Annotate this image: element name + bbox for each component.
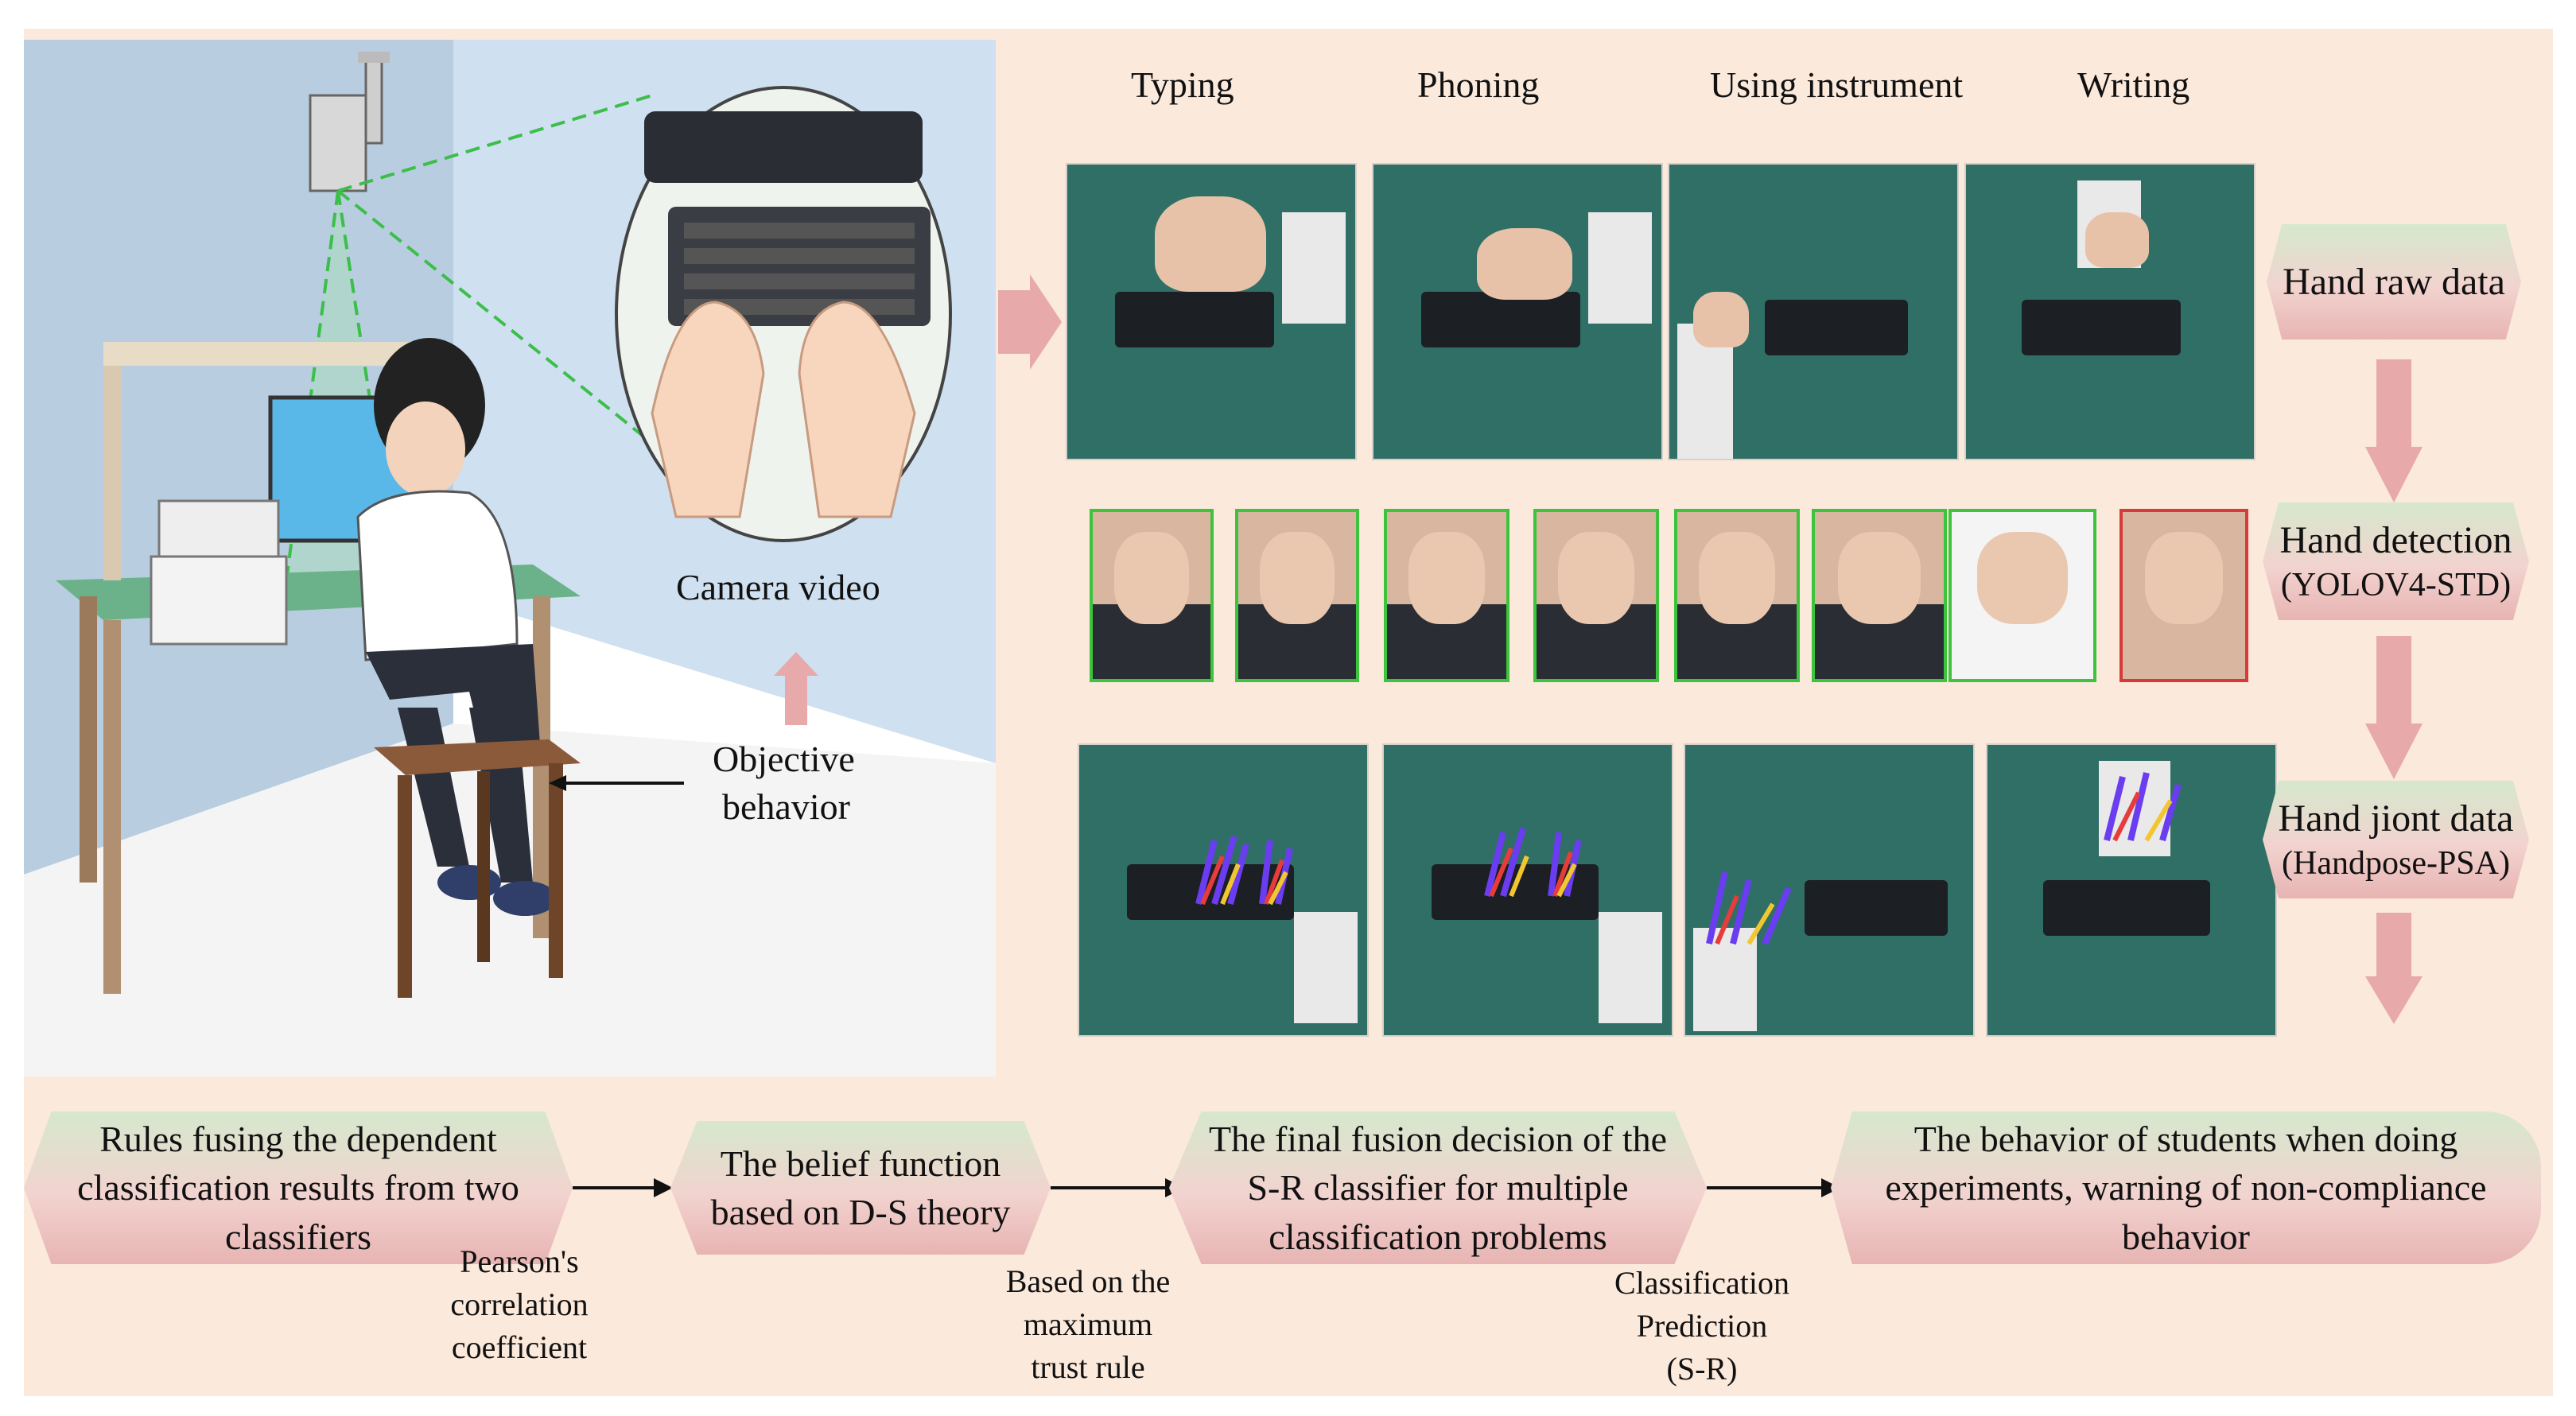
raw-frame-writing	[1964, 163, 2255, 460]
student-behavior-line2: experiments, warning of non-compliance	[1885, 1167, 2487, 1208]
note-classification-line2: Prediction	[1636, 1308, 1768, 1344]
hand-skeleton-icon	[1484, 827, 1582, 898]
note-pearson-line1: Pearson's	[460, 1243, 579, 1279]
flow-arrow-3	[1707, 1186, 1826, 1189]
student-behavior-line1: The behavior of students when doing	[1914, 1119, 2458, 1160]
detection-thumb-4	[1533, 509, 1659, 682]
note-pearson: Pearson's correlation coefficient	[436, 1240, 603, 1369]
joint-frame-typing	[1078, 743, 1369, 1037]
note-pearson-line3: coefficient	[451, 1329, 588, 1365]
camera-icon	[309, 94, 367, 192]
note-max-trust-line1: Based on the	[1005, 1263, 1171, 1299]
detection-thumb-3	[1384, 509, 1509, 682]
raw-frame-phoning	[1372, 163, 1663, 460]
note-classification-prediction: Classification Prediction (S-R)	[1591, 1262, 1813, 1391]
step-rules-fusing: Rules fusing the dependent classificatio…	[24, 1111, 573, 1264]
down-arrow-icon	[2365, 359, 2423, 502]
objective-behavior-label-line1: Objective	[713, 739, 855, 779]
detection-thumb-8	[2119, 509, 2248, 682]
step-final-fusion: The final fusion decision of the S-R cla…	[1169, 1111, 1707, 1264]
final-fusion-line1: The final fusion decision of the	[1208, 1119, 1668, 1160]
down-arrow-icon	[2365, 636, 2423, 779]
flow-arrow-2	[1051, 1186, 1170, 1189]
objective-behavior-label-line2: behavior	[722, 786, 850, 827]
right-arrow-icon	[998, 274, 1062, 370]
detection-thumb-6	[1812, 509, 1947, 682]
step-hand-detection: Hand detection (YOLOV4-STD)	[2263, 502, 2529, 620]
joint-frame-using-instrument	[1684, 743, 1975, 1037]
hand-detection-label: Hand detection	[2279, 518, 2512, 561]
hand-skeleton-icon	[2104, 772, 2182, 842]
note-max-trust-line2: maximum	[1023, 1306, 1153, 1342]
raw-frame-typing	[1066, 163, 1357, 460]
note-pearson-line2: correlation	[450, 1286, 589, 1322]
note-classification-line1: Classification	[1614, 1265, 1789, 1301]
note-max-trust: Based on the maximum trust rule	[985, 1260, 1191, 1389]
down-arrow-icon	[2365, 913, 2423, 1024]
final-fusion-line2: S-R classifier for multiple	[1247, 1167, 1629, 1208]
step-belief-function: The belief function based on D-S theory	[670, 1121, 1051, 1255]
final-fusion-line3: classification problems	[1269, 1216, 1607, 1257]
label-typing: Typing	[1131, 64, 1234, 105]
note-max-trust-line3: trust rule	[1031, 1349, 1145, 1385]
step-hand-raw-data: Hand raw data	[2267, 224, 2521, 339]
flow-arrow-1	[573, 1186, 659, 1189]
lab-scene-svg	[24, 40, 996, 1077]
up-arrow-icon	[774, 652, 818, 725]
hand-raw-data-label: Hand raw data	[2283, 260, 2505, 303]
detection-thumb-7	[1949, 509, 2096, 682]
hand-joint-data-label: Hand jiont data	[2278, 797, 2514, 840]
student-behavior-line3: behavior	[2122, 1216, 2250, 1257]
hand-detection-model: (YOLOV4-STD)	[2280, 566, 2512, 603]
detection-thumb-1	[1090, 509, 1214, 682]
rules-fusing-line2: classification results from two	[77, 1167, 519, 1208]
arrowhead-icon	[654, 1178, 673, 1201]
hand-skeleton-icon	[1706, 871, 1792, 945]
detection-thumb-2	[1235, 509, 1359, 682]
joint-frame-phoning	[1382, 743, 1673, 1037]
lab-scene-illustration	[24, 40, 996, 1077]
belief-function-line2: based on D-S theory	[710, 1192, 1011, 1232]
raw-frame-using-instrument	[1668, 163, 1959, 460]
detection-thumb-5	[1674, 509, 1800, 682]
belief-function-line1: The belief function	[720, 1142, 1001, 1184]
camera-video-label: Camera video	[676, 567, 880, 607]
label-phoning: Phoning	[1417, 64, 1540, 105]
label-using-instrument: Using instrument	[1710, 64, 1964, 105]
joint-frame-writing	[1986, 743, 2277, 1037]
step-student-behavior: The behavior of students when doing expe…	[1831, 1111, 2541, 1264]
step-hand-joint-data: Hand jiont data (Handpose-PSA)	[2263, 781, 2529, 898]
rules-fusing-line3: classifiers	[225, 1216, 371, 1257]
rules-fusing-line1: Rules fusing the dependent	[99, 1119, 497, 1160]
hand-skeleton-icon	[1195, 835, 1293, 906]
note-classification-line3: (S-R)	[1666, 1351, 1738, 1387]
label-writing: Writing	[2077, 64, 2190, 105]
hand-joint-model: (Handpose-PSA)	[2282, 844, 2510, 882]
